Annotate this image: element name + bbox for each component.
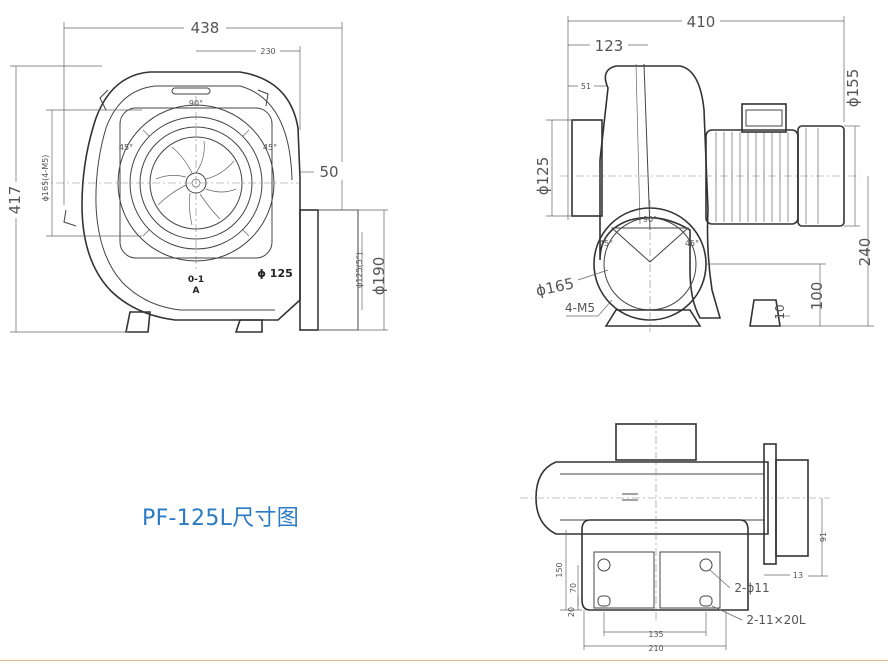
- side-angle-left: 45°: [599, 239, 613, 248]
- top-dim-inner-width: 135: [648, 630, 663, 639]
- top-dim-holes-slot: 2-11×20L: [746, 613, 806, 627]
- side-dim-base-thickness: 10: [773, 304, 787, 319]
- side-housing-seam: [643, 63, 651, 231]
- front-left-lug: [99, 89, 109, 111]
- top-base-left-channel: [593, 551, 655, 609]
- front-tick-1: [142, 129, 151, 138]
- top-dim-small-height: 20: [567, 607, 576, 617]
- side-motor-body: [705, 129, 799, 225]
- front-dim-width: 438: [191, 19, 220, 37]
- front-left-foot: [125, 311, 151, 333]
- front-angle-right: 45°: [263, 143, 277, 152]
- side-inlet-duct: [571, 119, 603, 217]
- top-dim-outlet-width: 91: [819, 532, 828, 542]
- side-dim-inlet-depth: 123: [595, 37, 624, 55]
- drawing-title: PF-125L尺寸图: [142, 506, 300, 531]
- side-dim-motor-dia: ϕ155: [844, 69, 862, 108]
- top-dim-mid-height: 70: [569, 583, 578, 593]
- top-hole-right: [699, 558, 713, 572]
- side-dim-inlet-dia: ϕ125: [534, 157, 552, 196]
- top-slot-right: [699, 595, 713, 607]
- side-housing: [599, 65, 722, 319]
- front-dim-438-bg: [184, 18, 226, 36]
- top-base-right-channel: [659, 551, 721, 609]
- side-angle-right: 45°: [685, 239, 699, 248]
- front-volute-inner: [95, 85, 293, 311]
- front-damper-label-2: A: [193, 286, 200, 296]
- front-view: 438 230 417 50 ϕ190 ϕ125(5°) ϕ165(4-M5) …: [6, 18, 388, 333]
- front-top-slot: [171, 87, 211, 95]
- side-right-foot: [749, 299, 781, 327]
- side-motor-terminal-cap: [745, 109, 783, 127]
- top-outlet-duct: [775, 459, 809, 557]
- top-slot-left: [597, 595, 611, 607]
- bottom-rule: [0, 660, 888, 661]
- top-view: 91 150 70 20 13 2-ϕ11 2-11×20L 135 210: [520, 420, 830, 653]
- front-tick-3: [142, 228, 151, 237]
- front-right-lug: [257, 89, 269, 107]
- front-dim-height: 417: [6, 186, 24, 215]
- front-bottom-lug: [63, 209, 77, 227]
- front-tick-2: [241, 129, 250, 138]
- side-dim-flange-offset: 51: [581, 82, 591, 91]
- front-right-foot: [234, 319, 263, 333]
- top-dim-flange-offset: 13: [793, 571, 803, 580]
- top-base: [581, 519, 749, 611]
- front-outlet-duct: [317, 209, 359, 331]
- front-damper-label-1: 0-1: [188, 275, 204, 285]
- front-tick-4: [241, 228, 250, 237]
- side-motor-fins: [715, 132, 789, 222]
- side-dim-length: 410: [687, 13, 716, 31]
- side-view: 410 123 51 ϕ125 ϕ155 240 100 10 90° 45° …: [534, 12, 874, 332]
- front-dim-bolt-circle: ϕ165(4-M5): [41, 155, 50, 202]
- side-dim-outlet-dia: ϕ165: [534, 274, 575, 300]
- front-dim-outlet-offset: 50: [319, 163, 338, 181]
- top-housing: [535, 461, 769, 535]
- side-dim-bolts: 4-M5: [565, 301, 595, 315]
- side-dim-center-height: 100: [808, 282, 826, 311]
- top-dim-holes-round: 2-ϕ11: [734, 581, 769, 595]
- top-dim-base-height: 150: [555, 562, 564, 577]
- front-dim-outlet-hole: ϕ125(5°): [355, 252, 364, 288]
- impeller: [155, 140, 237, 226]
- side-left-foot: [604, 309, 702, 327]
- top-dim-outer-width: 210: [648, 644, 663, 653]
- front-angle-left: 45°: [119, 143, 133, 152]
- front-dim-outlet-outer: ϕ190: [370, 257, 388, 296]
- side-dim-height: 240: [856, 238, 874, 267]
- front-volute-housing: [81, 71, 301, 321]
- side-motor-terminal-box: [741, 103, 787, 133]
- front-inlet-label: ϕ 125: [257, 267, 293, 280]
- front-outlet-flange: [299, 209, 319, 331]
- front-angle-top: 90°: [189, 99, 203, 108]
- front-dim-half-width: 230: [260, 47, 275, 56]
- top-hole-left: [597, 558, 611, 572]
- side-angle-top: 90°: [643, 215, 657, 224]
